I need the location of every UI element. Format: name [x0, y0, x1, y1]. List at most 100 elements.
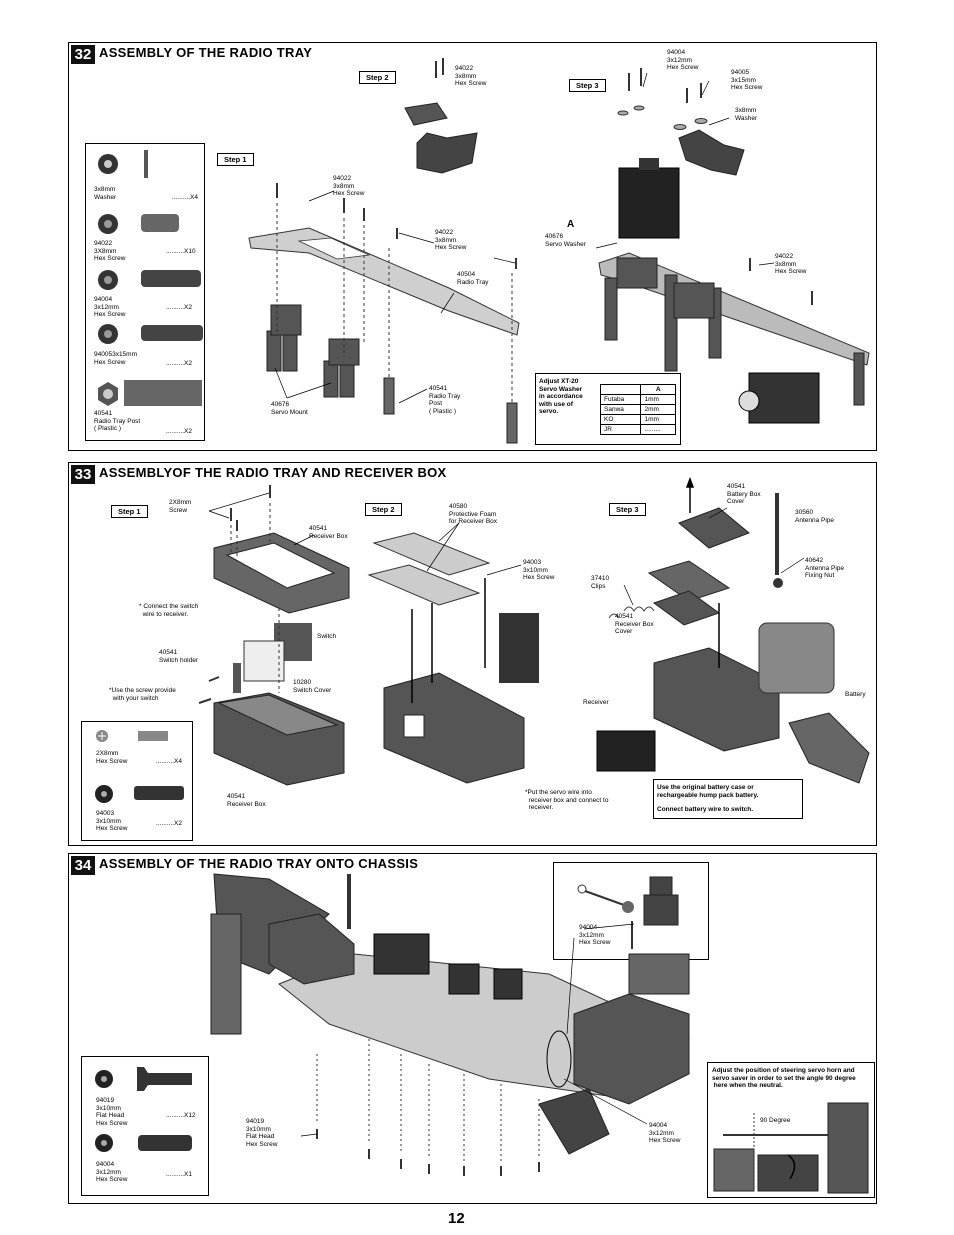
adjust-header: A — [640, 384, 676, 395]
receiver-box-cover — [647, 560, 731, 602]
part-label: 40541 Radio Tray Post ( Plastic ) — [94, 410, 141, 432]
callout: 94004 3x12mm Hex Screw — [579, 924, 611, 946]
part-qty: ..........X4 — [156, 758, 183, 765]
protective-foam — [372, 532, 491, 576]
callout: 94003 3x10mm Hex Screw — [523, 559, 555, 581]
parts-icons — [98, 150, 203, 406]
receiver-box-base — [213, 692, 345, 786]
chassis-diagram — [210, 873, 690, 1176]
callout: 40541 Battery Box Cover — [727, 483, 761, 505]
callout: 94019 3x10mm Flat Head Hex Screw — [246, 1118, 278, 1148]
callout: 40676 Servo Washer — [545, 233, 586, 248]
size: 1mm — [640, 414, 676, 425]
callout: 30560 Antenna Pipe — [795, 509, 835, 524]
size: ......... — [640, 424, 676, 435]
callout: 40541 Receiver Box — [309, 525, 348, 540]
step2-receiver-box — [383, 672, 525, 784]
brand: Futaba — [599, 394, 642, 405]
table-row: JR......... — [599, 424, 676, 435]
part-label: 94003 3x10mm Hex Screw — [96, 810, 128, 832]
brand: Sanwa — [599, 404, 642, 415]
hex-screw-icon — [95, 1134, 192, 1152]
callout: Receiver — [583, 699, 609, 706]
note: * Connect the switch wire to receiver. — [139, 603, 199, 618]
step3-chassis — [788, 712, 870, 784]
callout: 40676 Servo Mount — [271, 401, 308, 416]
part-label: 3x8mm Washer — [94, 186, 117, 201]
battery-box-cover — [678, 507, 750, 549]
receiver-unit — [596, 730, 656, 772]
steering-diagram — [713, 1102, 869, 1194]
callout: 94022 3x8mm Hex Screw — [333, 175, 365, 197]
page-number: 12 — [448, 1210, 465, 1227]
radio-tray-post — [383, 377, 395, 415]
callout: 94004 3x12mm Hex Screw — [649, 1122, 681, 1144]
callout: 94005 3x15mm Hex Screw — [731, 69, 763, 91]
callout: 40580 Protective Foam for Receiver Box — [449, 503, 498, 525]
steering-note: Adjust the position of steering servo ho… — [712, 1067, 856, 1089]
callout: 94022 3x8mm Hex Screw — [455, 65, 487, 87]
flat-head-screw-icon — [95, 1067, 192, 1091]
section-title: Assembly of the radio tray onto chassis — [99, 856, 419, 871]
receiver-box-diagram — [198, 476, 870, 786]
angle-label: 90 Degree — [760, 1117, 791, 1124]
step-1-label: Step 1 — [111, 505, 148, 518]
parts-list: 2X8mm Hex Screw ..........X4 94003 3x10m… — [81, 721, 193, 841]
brand: KO — [599, 414, 642, 425]
battery-note-box: Use the original battery case or recharg… — [653, 779, 803, 819]
part-label: 94022 3X8mm Hex Screw — [94, 240, 126, 262]
section-title: ASSEMBLYOF THE RADIO TRAY AND RECEIVER B… — [99, 465, 447, 480]
servo-horn — [577, 884, 634, 913]
servo-saver-inset — [553, 862, 709, 960]
callout: 40541 Receiver Box — [227, 793, 266, 808]
radio-tray-post — [506, 402, 518, 444]
servo-mount — [266, 304, 302, 372]
callout: 40541 Receiver Box Cover — [615, 613, 654, 635]
section-number: 33 — [71, 465, 95, 484]
step-2-label: Step 2 — [359, 71, 396, 84]
section-33-receiver-box: 33 ASSEMBLYOF THE RADIO TRAY AND RECEIVE… — [68, 462, 877, 846]
inset-callout-circle — [546, 1030, 572, 1088]
part-qty: ..........X12 — [166, 1112, 196, 1119]
step3-servo-side — [738, 372, 820, 424]
callout: 40642 Antenna Pipe Fixing Nut — [805, 557, 845, 579]
callout: 94004 3x12mm Hex Screw — [667, 49, 699, 71]
callout: 2X8mm Screw — [169, 499, 192, 514]
part-label: 94004 3x12mm Hex Screw — [94, 296, 126, 318]
receiver-box — [268, 913, 355, 985]
part-label: 94019 3x10mm Flat Head Hex Screw — [96, 1097, 128, 1127]
servo-washer-adjust-box: Adjust XT-20 Servo Washer in accordance … — [535, 373, 681, 445]
part-qty: ..........X2 — [166, 304, 193, 311]
receiver-box-frame — [213, 532, 350, 614]
section-number: 34 — [71, 856, 95, 875]
parts-list: 94019 3x10mm Flat Head Hex Screw .......… — [81, 1056, 209, 1196]
parts-list: 3x8mm Washer ..........X4 94022 3X8mm He… — [85, 143, 205, 441]
hex-screw-icon — [98, 324, 203, 344]
part-qty: ..........X2 — [156, 820, 183, 827]
antenna-pipe — [347, 874, 351, 929]
hex-screw-icon — [95, 785, 184, 803]
parts-icons — [95, 1067, 192, 1152]
servo-on-tray — [373, 933, 523, 1000]
note: *Use the screw provide with your switch — [109, 687, 176, 702]
servo — [618, 167, 680, 239]
callout: 40504 Radio Tray — [457, 271, 489, 286]
battery-note: Use the original battery case or recharg… — [657, 784, 759, 799]
hex-screw-icon — [98, 214, 179, 234]
servo-side — [713, 1148, 819, 1192]
part-qty: ..........X2 — [166, 428, 193, 435]
inset-diagram — [577, 876, 679, 949]
section-34-tray-onto-chassis: 34 Assembly of the radio tray onto chass… — [68, 853, 877, 1204]
servo-saver — [643, 876, 679, 926]
size: 1mm — [640, 394, 676, 405]
callout: 3x8mm Washer — [735, 107, 758, 122]
part-qty: ..........X10 — [166, 248, 196, 255]
callout: 10280 Switch Cover — [293, 679, 332, 694]
parts-icons — [95, 730, 184, 803]
section-32-radio-tray: 32 ASSEMBLY OF THE RADIO TRAY 3x8mm Wash… — [68, 42, 877, 451]
section-title: ASSEMBLY OF THE RADIO TRAY — [99, 45, 313, 60]
part-qty: ..........X4 — [172, 194, 199, 201]
